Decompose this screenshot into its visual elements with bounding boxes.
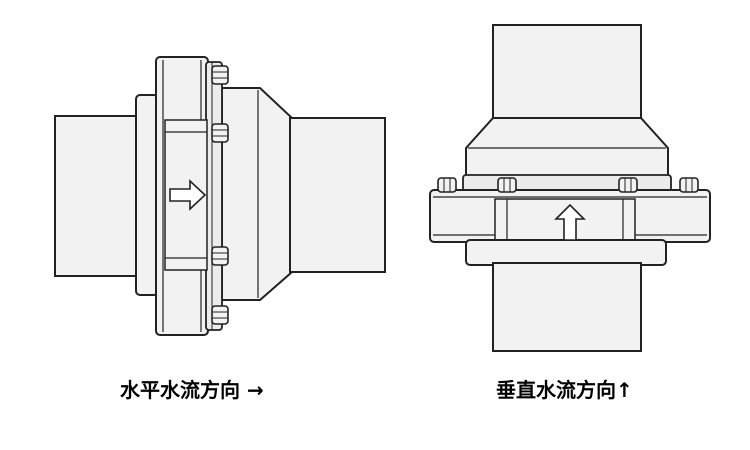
horizontal-right-pipe bbox=[289, 117, 386, 273]
horizontal-left-pipe bbox=[54, 115, 141, 277]
vertical-bottom-collar bbox=[465, 239, 667, 266]
bolt-nut-icon bbox=[679, 177, 699, 193]
horizontal-left-collar bbox=[135, 94, 159, 296]
bolt-nut-icon bbox=[211, 123, 229, 143]
vertical-valve-figure bbox=[429, 24, 711, 352]
bolt-nut-icon bbox=[437, 177, 457, 193]
flow-arrow-right-icon bbox=[169, 179, 207, 211]
horizontal-valve-figure bbox=[54, 56, 386, 336]
horizontal-flow-caption: 水平水流方向 → bbox=[120, 378, 264, 402]
flow-arrow-up-icon bbox=[554, 203, 586, 241]
vertical-flow-caption: 垂直水流方向↑ bbox=[496, 378, 633, 402]
horizontal-tapered-body bbox=[221, 87, 293, 301]
vertical-bottom-pipe bbox=[492, 262, 642, 352]
bolt-nut-icon bbox=[211, 246, 229, 266]
bolt-nut-icon bbox=[618, 177, 638, 193]
vertical-top-pipe bbox=[492, 24, 642, 121]
bolt-nut-icon bbox=[211, 305, 229, 325]
bolt-nut-icon bbox=[211, 65, 229, 85]
bolt-nut-icon bbox=[497, 177, 517, 193]
